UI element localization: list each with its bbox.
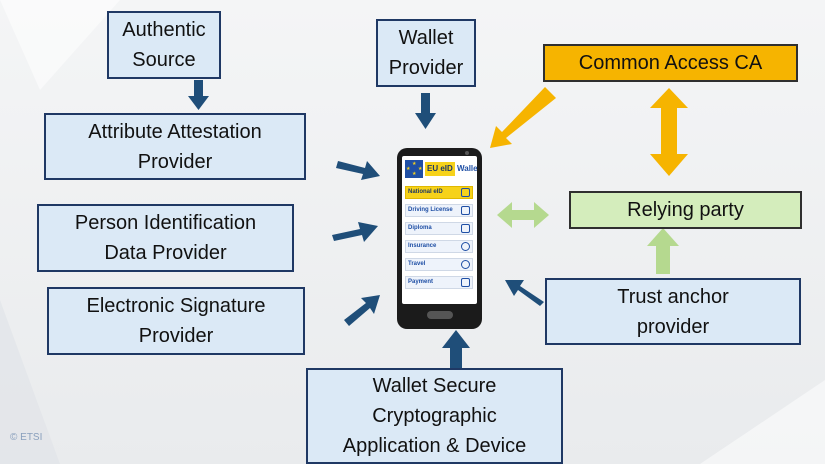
authentic-source-box: Authentic Source: [107, 11, 221, 79]
credential-row-diploma[interactable]: Diploma: [405, 222, 473, 235]
electronic-signature-provider-box: Electronic Signature Provider: [47, 287, 305, 355]
phone-home-button: [427, 311, 453, 319]
arrow-authentic-to-attestation: [188, 80, 209, 110]
trust-anchor-provider-box: Trust anchor provider: [545, 278, 801, 345]
credential-row-travel[interactable]: Travel: [405, 258, 473, 271]
arrow-secure-to-phone: [442, 330, 470, 368]
credential-row-driving-license[interactable]: Driving License: [405, 204, 473, 217]
credential-row-national-eid[interactable]: National eID: [405, 186, 473, 199]
globe-icon: [461, 260, 470, 269]
eu-flag-icon: ★ ★ ★ ★: [405, 160, 423, 178]
wallet-provider-box: Wallet Provider: [376, 19, 476, 87]
license-card-icon: [461, 206, 470, 215]
arrow-phone-relying-double: [497, 202, 549, 228]
credential-row-payment[interactable]: Payment: [405, 276, 473, 289]
arrow-trust-to-phone: [505, 280, 544, 306]
phone-screen: ★ ★ ★ ★ EU eID Wallet National eID Drivi…: [402, 156, 477, 304]
copyright-notice: © ETSI: [10, 432, 43, 443]
eudi-wallet-phone: ★ ★ ★ ★ EU eID Wallet National eID Drivi…: [397, 148, 482, 329]
phone-camera: [465, 151, 469, 155]
arrow-ca-relying-double: [650, 88, 688, 176]
arrow-ca-to-phone: [490, 87, 556, 148]
phone-header: ★ ★ ★ ★ EU eID Wallet: [405, 160, 477, 180]
wallet-secure-cryptographic-box: Wallet Secure Cryptographic Application …: [306, 368, 563, 464]
eu-eid-badge: EU eID: [425, 162, 455, 176]
credential-row-insurance[interactable]: Insurance: [405, 240, 473, 253]
pen-icon: [461, 278, 470, 287]
arrow-wallet-provider-to-phone: [415, 93, 436, 129]
graduation-cap-icon: [461, 224, 470, 233]
relying-party-box: Relying party: [569, 191, 802, 229]
shield-icon: [461, 242, 470, 251]
arrow-trust-to-relying: [647, 228, 679, 274]
arrow-attestation-to-phone: [336, 161, 380, 180]
arrow-pid-to-phone: [332, 222, 378, 242]
wallet-label: Wallet: [457, 164, 477, 173]
attribute-attestation-provider-box: Attribute Attestation Provider: [44, 113, 306, 180]
id-card-icon: [461, 188, 470, 197]
arrow-signature-to-phone: [344, 295, 380, 326]
common-access-ca-box: Common Access CA: [543, 44, 798, 82]
person-identification-data-provider-box: Person Identification Data Provider: [37, 204, 294, 272]
